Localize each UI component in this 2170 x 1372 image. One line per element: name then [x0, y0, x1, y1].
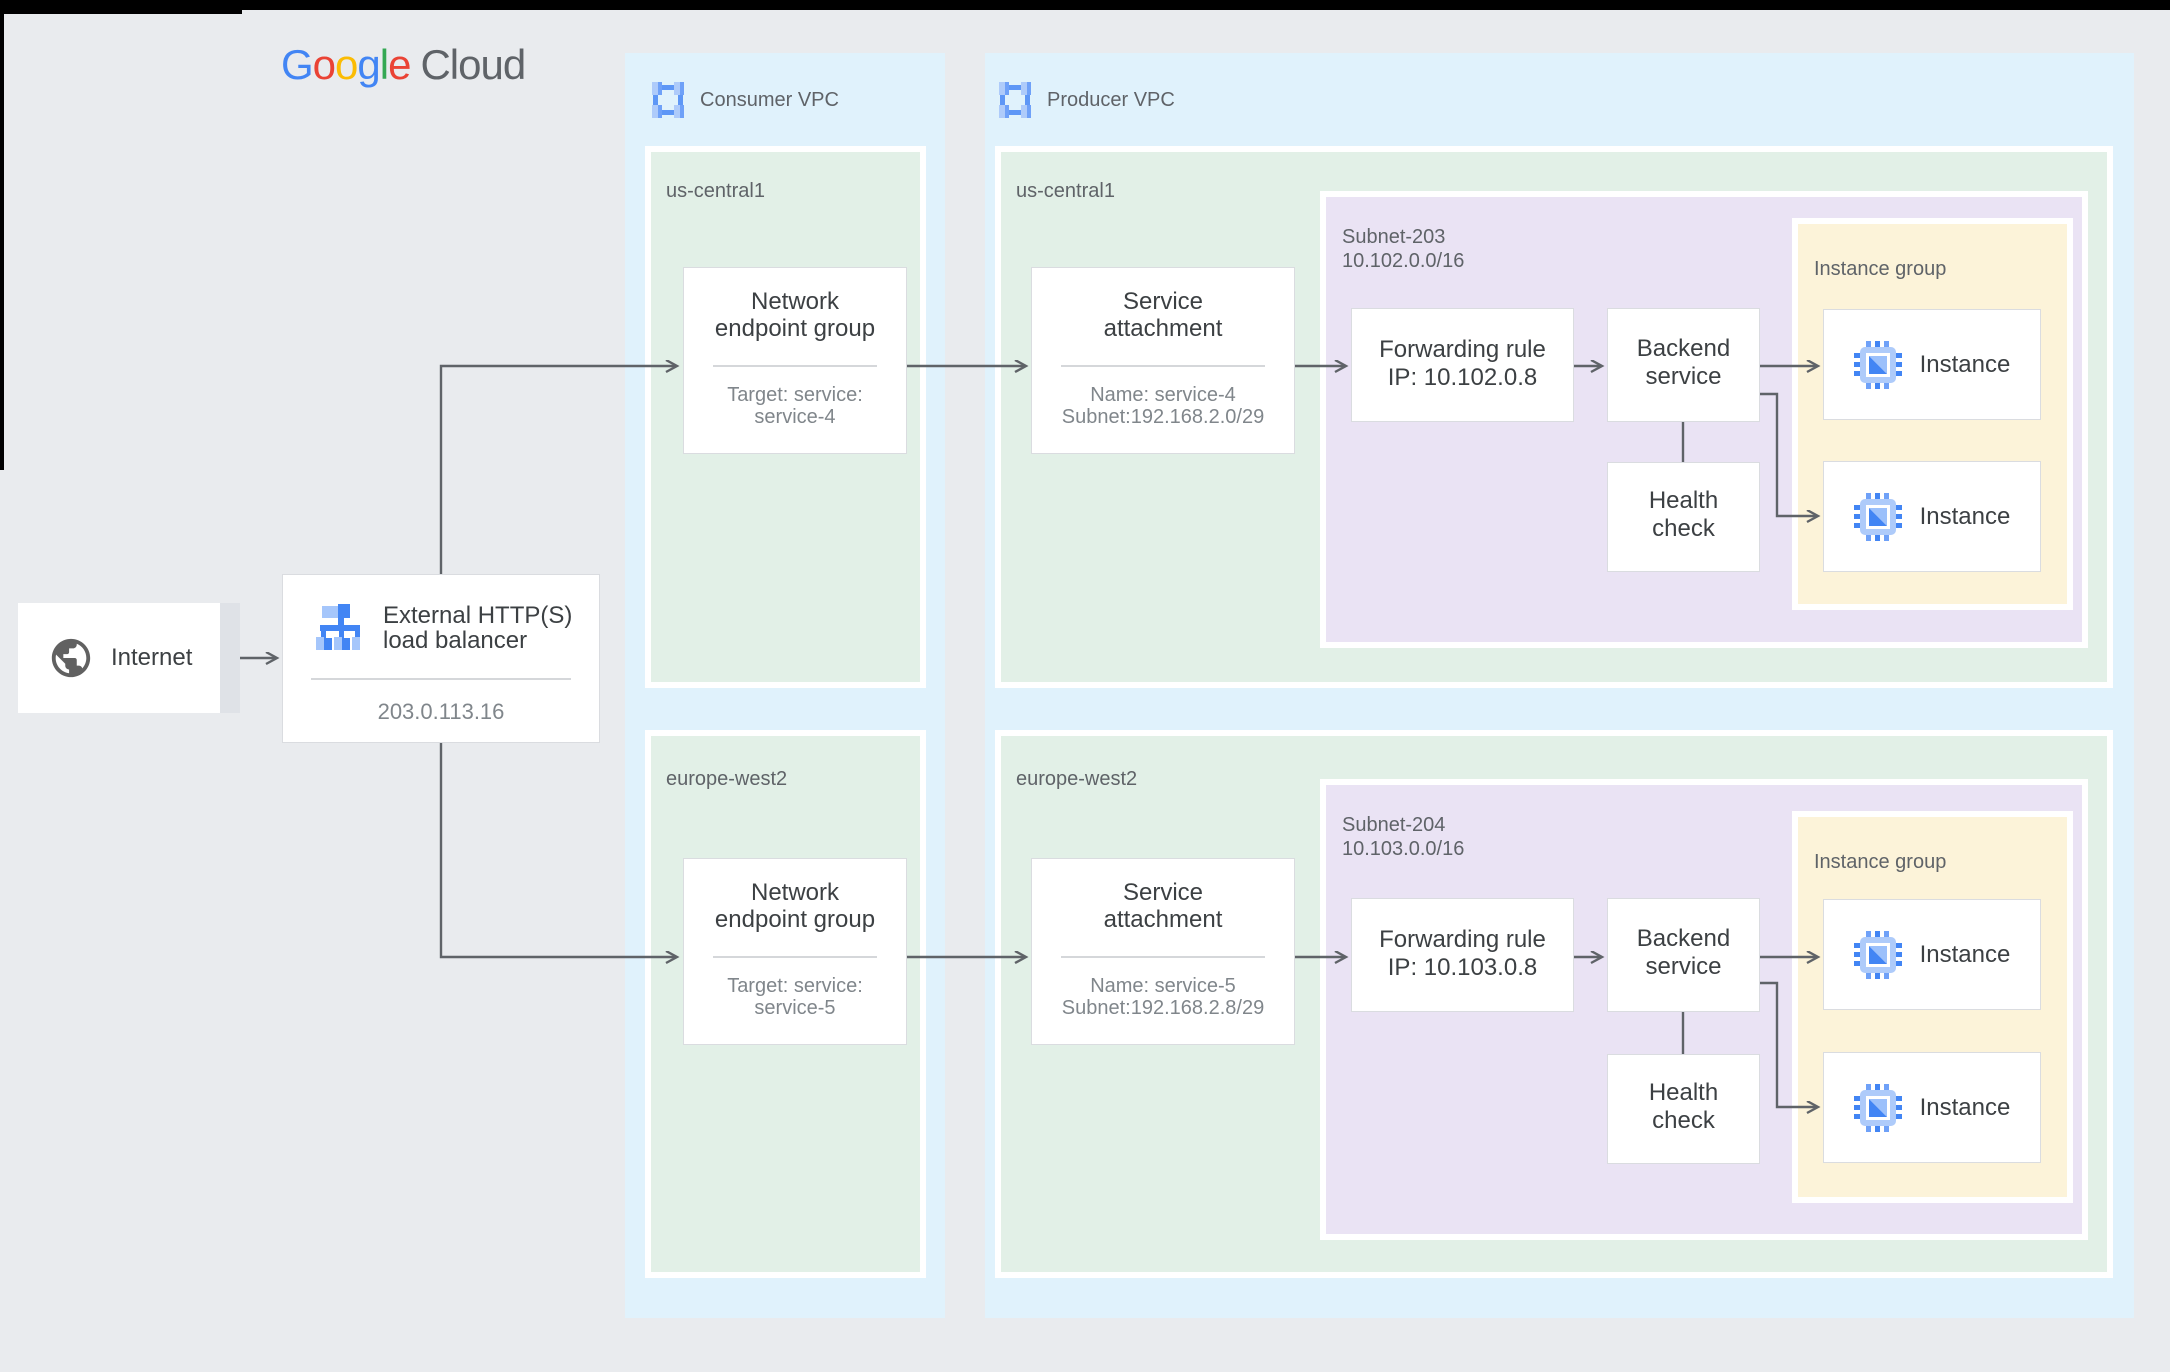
consumer-vpc-label: Consumer VPC [700, 89, 839, 111]
load-balancer-icon [316, 604, 360, 650]
subnet-name: Subnet-204 [1342, 814, 1446, 836]
logo-letter: G [281, 41, 314, 88]
neg-title: Network endpoint group [714, 879, 876, 933]
forwarding-rule-1: Forwarding rule IP: 10.102.0.8 [1351, 308, 1574, 422]
forwarding-rule-ip: IP: 10.102.0.8 [1387, 364, 1538, 391]
instance-node: Instance [1823, 899, 2041, 1010]
health-check-1: Health check [1607, 462, 1760, 572]
service-attachment-details: Name: service-4 Subnet:192.168.2.0/29 [1032, 384, 1294, 428]
vpc-icon [652, 82, 684, 118]
load-balancer-node: External HTTP(S) load balancer 203.0.113… [282, 574, 600, 743]
window-top-bar [0, 0, 2170, 10]
service-attachment-details: Name: service-5 Subnet:192.168.2.8/29 [1032, 975, 1294, 1019]
service-attachment-name: Name: service-5 [1090, 975, 1236, 997]
region-label: us-central1 [666, 180, 765, 202]
subnet-cidr: 10.102.0.0/16 [1342, 250, 1465, 272]
backend-service-2: Backend service [1607, 898, 1760, 1012]
region-label: europe-west2 [666, 768, 788, 790]
instance-node: Instance [1823, 461, 2041, 572]
chip-icon [1853, 340, 1902, 389]
logo-letter: o [335, 41, 358, 88]
producer-vpc-label: Producer VPC [1047, 89, 1175, 111]
backend-service-1: Backend service [1607, 308, 1760, 422]
neg-target-line1: Target: service: [727, 384, 863, 406]
vpc-icon [999, 82, 1031, 118]
chip-icon [1853, 1083, 1902, 1132]
logo-cloud-word: Cloud [420, 41, 526, 88]
neg-target-line1: Target: service: [727, 975, 863, 997]
load-balancer-title: External HTTP(S) load balancer [383, 602, 573, 654]
backend-service-label: Backend service [1636, 335, 1731, 390]
health-check-2: Health check [1607, 1054, 1760, 1164]
service-attachment-title: Service attachment [1103, 288, 1223, 342]
neg-target-line2: service-4 [754, 406, 836, 428]
service-attachment-2: Service attachment Name: service-5 Subne… [1031, 858, 1295, 1045]
instance-group-label: Instance group [1814, 258, 1947, 280]
logo-letter: l [379, 41, 389, 88]
subnet-cidr: 10.103.0.0/16 [1342, 838, 1465, 860]
forwarding-rule-title: Forwarding rule [1379, 926, 1546, 953]
service-attachment-subnet: Subnet:192.168.2.8/29 [1061, 997, 1265, 1019]
instance-label: Instance [1919, 502, 2011, 530]
region-label: us-central1 [1016, 180, 1115, 202]
service-attachment-title: Service attachment [1103, 879, 1223, 933]
network-endpoint-group-1: Network endpoint group Target: service: … [683, 267, 907, 454]
neg-title: Network endpoint group [714, 288, 876, 342]
instance-label: Instance [1919, 350, 2011, 378]
instance-label: Instance [1919, 1093, 2011, 1121]
logo-letter: o [312, 41, 336, 88]
instance-group-label: Instance group [1814, 851, 1947, 873]
neg-target-line2: service-5 [754, 997, 836, 1019]
divider [713, 365, 877, 367]
divider [1061, 365, 1265, 367]
window-left-edge [0, 0, 4, 470]
forwarding-rule-2: Forwarding rule IP: 10.103.0.8 [1351, 898, 1574, 1012]
instance-label: Instance [1919, 940, 2011, 968]
network-endpoint-group-2: Network endpoint group Target: service: … [683, 858, 907, 1045]
subnet-name: Subnet-203 [1342, 226, 1446, 248]
divider [1061, 956, 1265, 958]
load-balancer-ip: 203.0.113.16 [377, 699, 505, 724]
logo-letter: e [388, 41, 411, 88]
divider [713, 956, 877, 958]
forwarding-rule-ip: IP: 10.103.0.8 [1387, 954, 1538, 981]
neg-target: Target: service: service-5 [684, 975, 906, 1019]
service-attachment-name: Name: service-4 [1090, 384, 1236, 406]
internet-node: Internet [18, 603, 220, 713]
backend-service-label: Backend service [1636, 925, 1731, 980]
forwarding-rule-title: Forwarding rule [1379, 336, 1546, 363]
instance-node: Instance [1823, 309, 2041, 420]
instance-node: Instance [1823, 1052, 2041, 1163]
service-attachment-1: Service attachment Name: service-4 Subne… [1031, 267, 1295, 454]
neg-target: Target: service: service-4 [684, 384, 906, 428]
service-attachment-subnet: Subnet:192.168.2.0/29 [1061, 406, 1265, 428]
region-label: europe-west2 [1016, 768, 1138, 790]
chip-icon [1853, 492, 1902, 541]
window-top-bar-notch [0, 0, 242, 14]
health-check-label: Health check [1648, 487, 1719, 542]
globe-icon [51, 638, 91, 678]
chip-icon [1853, 930, 1902, 979]
internet-label: Internet [111, 644, 193, 671]
health-check-label: Health check [1648, 1079, 1719, 1134]
divider [311, 678, 571, 680]
logo-letter: g [357, 41, 380, 88]
